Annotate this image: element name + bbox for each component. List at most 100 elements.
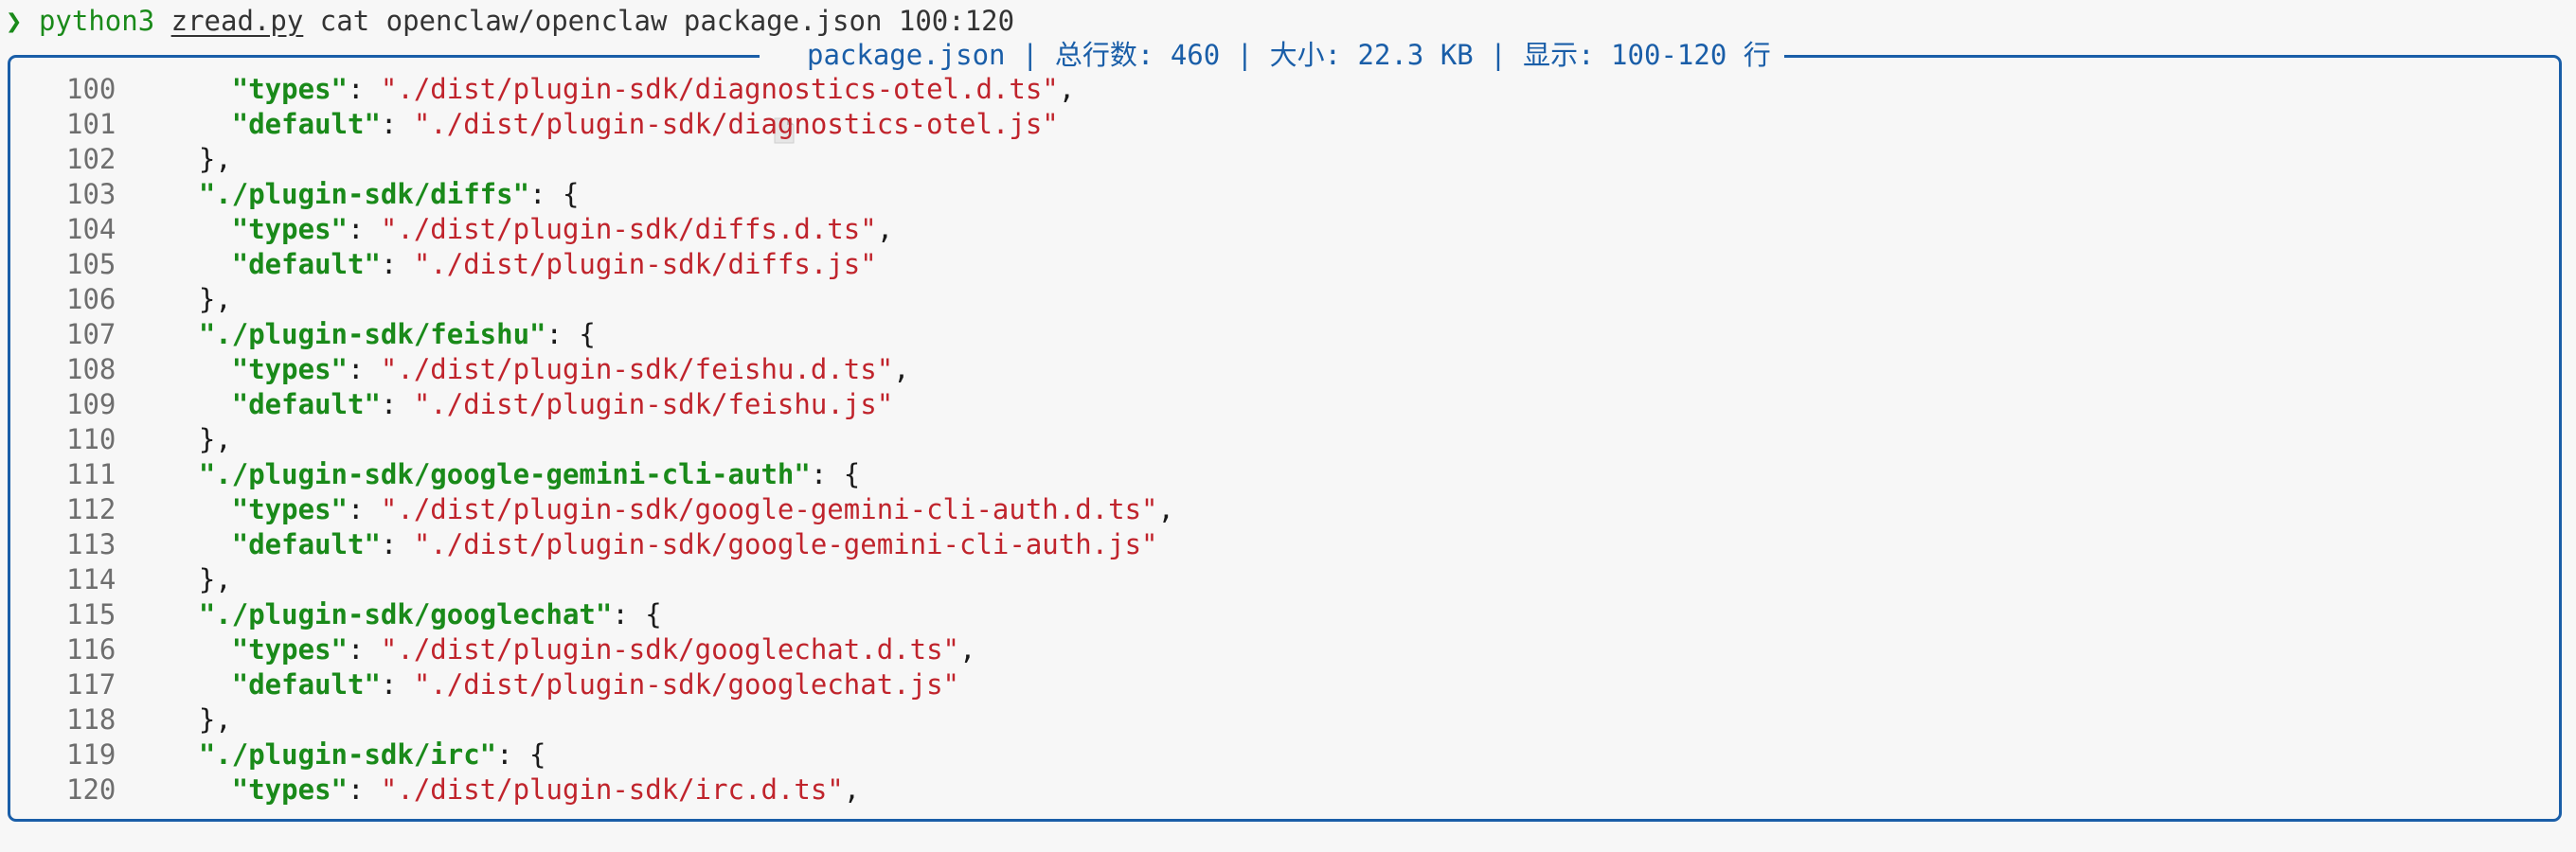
line-number: 101	[66, 108, 116, 140]
line-number: 104	[66, 213, 116, 245]
indent	[133, 738, 199, 771]
line-source: },	[133, 562, 232, 597]
panel-file-name: package.json	[807, 39, 1006, 71]
separator: :	[380, 388, 414, 420]
separator: :	[810, 458, 844, 490]
indent	[133, 283, 199, 315]
separator: :	[380, 668, 414, 701]
json-key: "types"	[231, 773, 348, 806]
code-line: 108 "types": "./dist/plugin-sdk/feishu.d…	[0, 352, 2576, 387]
line-number: 110	[66, 423, 116, 455]
code-line: 117 "default": "./dist/plugin-sdk/google…	[0, 667, 2576, 702]
code-line: 112 "types": "./dist/plugin-sdk/google-g…	[0, 492, 2576, 527]
separator: :	[347, 773, 381, 806]
line-source: "./plugin-sdk/googlechat": {	[133, 597, 662, 632]
line-source: "./plugin-sdk/google-gemini-cli-auth": {	[133, 457, 860, 492]
code-line: 115 "./plugin-sdk/googlechat": {	[0, 597, 2576, 632]
code-line: 101 "default": "./dist/plugin-sdk/diagno…	[0, 107, 2576, 142]
punctuation: ,	[1157, 493, 1174, 525]
line-source: },	[133, 142, 232, 177]
line-source: },	[133, 702, 232, 737]
line-source: "types": "./dist/plugin-sdk/googlechat.d…	[133, 632, 976, 667]
json-key: "./plugin-sdk/googlechat"	[198, 598, 613, 630]
line-number: 102	[66, 143, 116, 175]
line-source: "./plugin-sdk/feishu": {	[133, 317, 596, 352]
line-number: 103	[66, 178, 116, 210]
line-source: "default": "./dist/plugin-sdk/diffs.js"	[133, 247, 877, 282]
json-key: "types"	[231, 493, 348, 525]
line-source: "./plugin-sdk/diffs": {	[133, 177, 580, 212]
json-key: "./plugin-sdk/irc"	[198, 738, 497, 771]
code-line: 109 "default": "./dist/plugin-sdk/feishu…	[0, 387, 2576, 422]
json-string-value: "./dist/plugin-sdk/diffs.d.ts"	[380, 213, 877, 245]
indent	[133, 108, 232, 140]
indent	[133, 773, 232, 806]
code-listing: 100 "types": "./dist/plugin-sdk/diagnost…	[0, 72, 2576, 808]
indent	[133, 528, 232, 560]
line-source: "types": "./dist/plugin-sdk/diagnostics-…	[133, 72, 1075, 107]
line-source: "default": "./dist/plugin-sdk/googlechat…	[133, 667, 959, 702]
indent	[133, 318, 199, 350]
line-number: 106	[66, 283, 116, 315]
punctuation: ,	[893, 353, 910, 385]
code-line: 107 "./plugin-sdk/feishu": {	[0, 317, 2576, 352]
punctuation: },	[198, 563, 232, 595]
punctuation: ,	[876, 213, 894, 245]
punctuation: ,	[843, 773, 861, 806]
line-number: 116	[66, 633, 116, 666]
json-key: "default"	[231, 108, 381, 140]
line-source: "types": "./dist/plugin-sdk/irc.d.ts",	[133, 772, 860, 808]
panel-total-lines: 总行数: 460	[1054, 39, 1221, 71]
punctuation: {	[579, 318, 596, 350]
indent	[133, 703, 199, 736]
indent	[133, 143, 199, 175]
punctuation: },	[198, 143, 232, 175]
separator: :	[347, 213, 381, 245]
code-line: 104 "types": "./dist/plugin-sdk/diffs.d.…	[0, 212, 2576, 247]
separator: :	[380, 108, 414, 140]
json-key: "default"	[231, 528, 381, 560]
indent	[133, 248, 232, 280]
indent	[133, 458, 199, 490]
code-line: 120 "types": "./dist/plugin-sdk/irc.d.ts…	[0, 772, 2576, 808]
punctuation: },	[198, 283, 232, 315]
file-icon	[773, 42, 796, 144]
json-key: "./plugin-sdk/google-gemini-cli-auth"	[198, 458, 811, 490]
separator: :	[529, 178, 563, 210]
line-source: },	[133, 422, 232, 457]
line-number: 118	[66, 703, 116, 736]
indent	[133, 213, 232, 245]
indent	[133, 563, 199, 595]
separator: :	[380, 248, 414, 280]
code-line: 105 "default": "./dist/plugin-sdk/diffs.…	[0, 247, 2576, 282]
indent	[133, 493, 232, 525]
line-number: 111	[66, 458, 116, 490]
code-line: 106 },	[0, 282, 2576, 317]
line-source: "types": "./dist/plugin-sdk/diffs.d.ts",	[133, 212, 893, 247]
json-string-value: "./dist/plugin-sdk/feishu.d.ts"	[380, 353, 894, 385]
code-line: 118 },	[0, 702, 2576, 737]
line-source: "default": "./dist/plugin-sdk/google-gem…	[133, 527, 1158, 562]
panel-title: package.json | 总行数: 460 | 大小: 22.3 KB | …	[760, 36, 1784, 144]
indent	[133, 668, 232, 701]
indent	[133, 598, 199, 630]
json-key: "default"	[231, 388, 381, 420]
punctuation: {	[529, 738, 546, 771]
command-args: cat openclaw/openclaw package.json 100:1…	[319, 5, 1015, 37]
separator: :	[380, 528, 414, 560]
line-source: "default": "./dist/plugin-sdk/feishu.js"	[133, 387, 893, 422]
json-string-value: "./dist/plugin-sdk/irc.d.ts"	[380, 773, 844, 806]
panel-display-range: 显示: 100-120 行	[1523, 39, 1771, 71]
punctuation: {	[645, 598, 662, 630]
punctuation: },	[198, 423, 232, 455]
line-number: 120	[66, 773, 116, 806]
panel-file-size: 大小: 22.3 KB	[1269, 39, 1474, 71]
code-line: 102 },	[0, 142, 2576, 177]
punctuation: {	[843, 458, 861, 490]
line-source: "types": "./dist/plugin-sdk/feishu.d.ts"…	[133, 352, 910, 387]
code-line: 116 "types": "./dist/plugin-sdk/googlech…	[0, 632, 2576, 667]
line-number: 112	[66, 493, 116, 525]
command-script-link[interactable]: zread.py	[170, 5, 304, 37]
line-number: 115	[66, 598, 116, 630]
line-source: "./plugin-sdk/irc": {	[133, 737, 546, 772]
